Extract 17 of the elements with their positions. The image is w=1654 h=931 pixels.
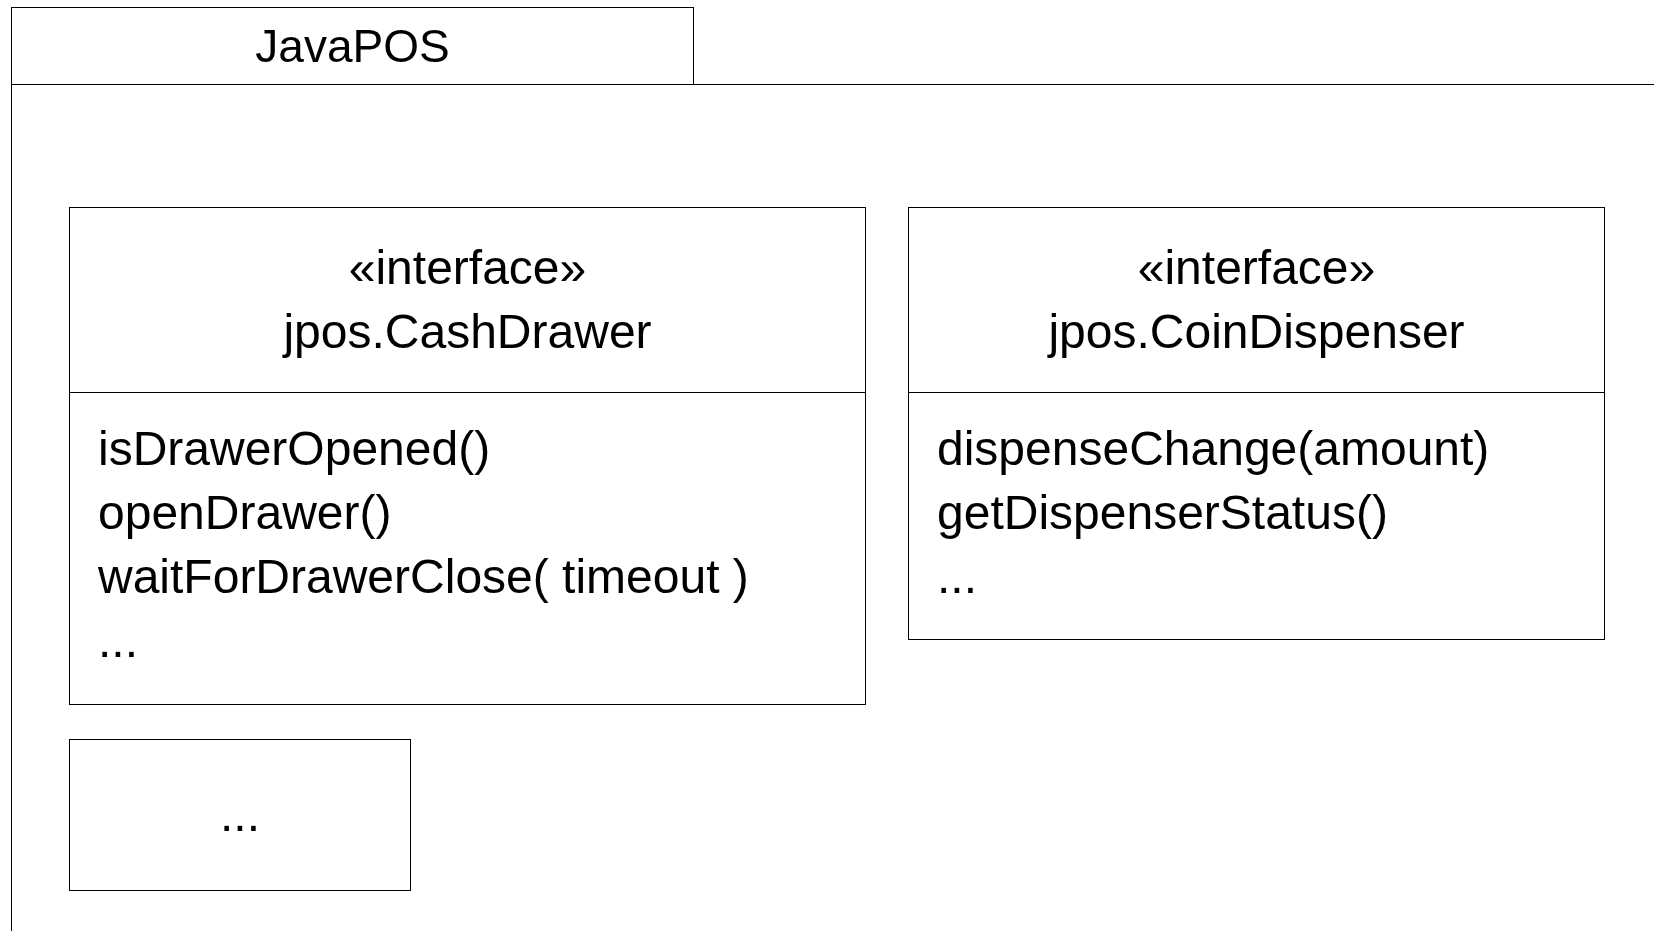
interface-class-box bbox=[908, 207, 1605, 640]
method-signature: openDrawer() bbox=[98, 485, 392, 541]
interface-class-box bbox=[69, 207, 866, 705]
class-box bbox=[69, 739, 411, 891]
stereotype-label: «interface» bbox=[348, 240, 587, 296]
class-name: jpos.CoinDispenser bbox=[1048, 304, 1465, 360]
method-signature: getDispenserStatus() bbox=[937, 485, 1388, 541]
method-signature: dispenseChange(amount) bbox=[937, 421, 1490, 477]
package-frame bbox=[11, 84, 1654, 931]
method-signature: isDrawerOpened() bbox=[98, 421, 491, 477]
stereotype-label: «interface» bbox=[1137, 240, 1376, 296]
package-tab: JavaPOS bbox=[11, 7, 694, 85]
method-signature: ... bbox=[937, 549, 977, 605]
method-signature: ... bbox=[98, 613, 138, 669]
method-signature: waitForDrawerClose( timeout ) bbox=[98, 549, 749, 605]
class-name: jpos.CashDrawer bbox=[283, 304, 652, 360]
ellipsis-text: ... bbox=[220, 787, 260, 843]
